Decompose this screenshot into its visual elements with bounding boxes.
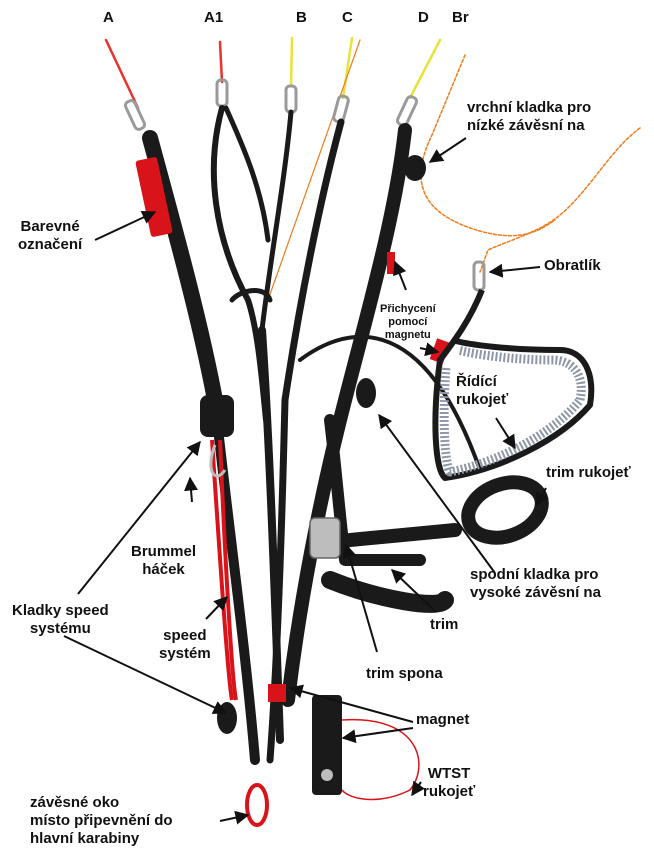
annotation-arrows bbox=[64, 138, 546, 821]
label-swivel: Obratlík bbox=[544, 257, 601, 275]
label-trim: trim bbox=[430, 616, 458, 634]
label-magnet: magnet bbox=[416, 711, 469, 729]
column-label-a: A bbox=[103, 9, 114, 26]
wtst-handle bbox=[312, 695, 419, 799]
label-trim-handle: trim rukojeť bbox=[546, 464, 631, 482]
column-label-d: D bbox=[418, 9, 429, 26]
column-label-br: Br bbox=[452, 9, 469, 26]
column-label-a1: A1 bbox=[204, 9, 223, 26]
column-label-b: B bbox=[296, 9, 307, 26]
label-trim-buckle: trim spona bbox=[366, 665, 443, 683]
column-label-c: C bbox=[342, 9, 353, 26]
